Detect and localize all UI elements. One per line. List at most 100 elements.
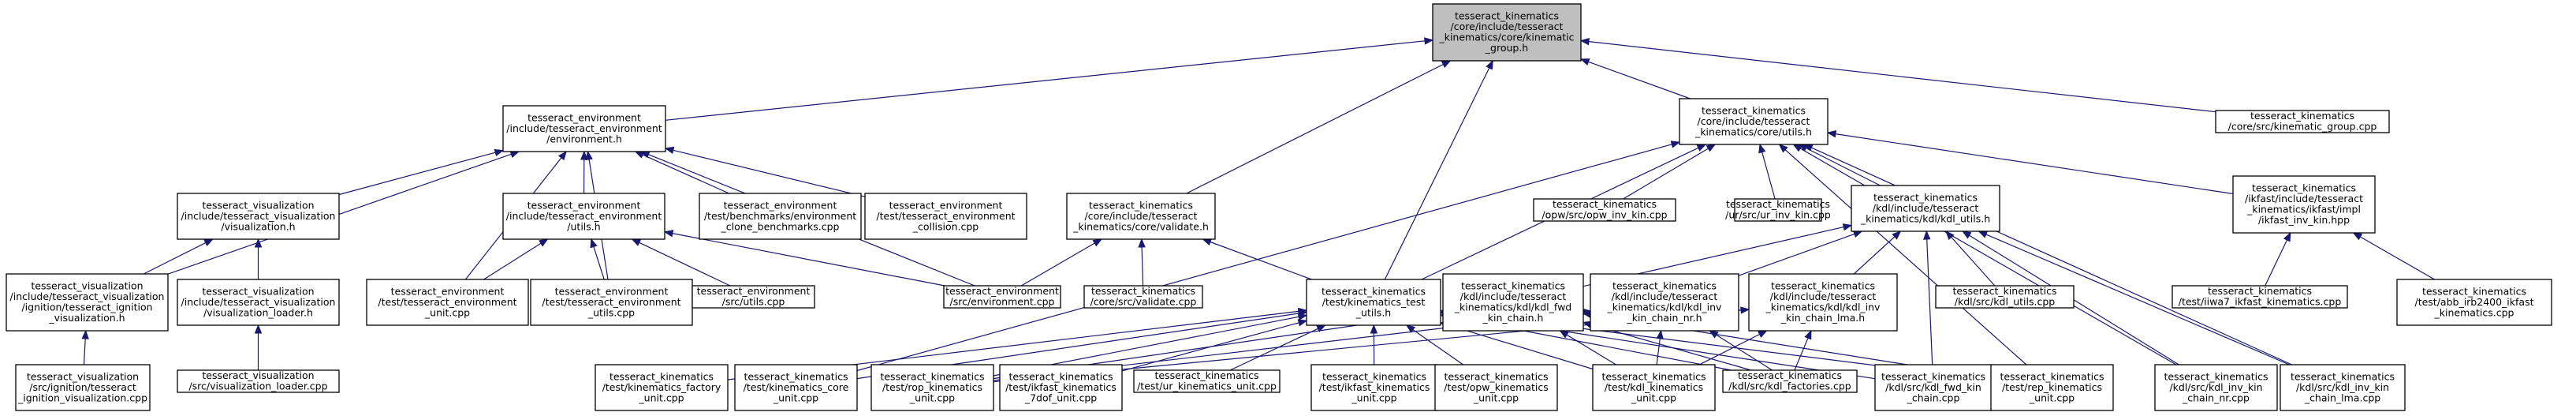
node-label-line: tesseract_kinematics (1444, 370, 1548, 382)
edge-arrowhead (1758, 143, 1766, 154)
node-box (734, 364, 858, 411)
node-label-line: tesseract_kinematics (1461, 280, 1565, 292)
node-srcutils[interactable]: tesseract_environment/src/utils.cpp (692, 285, 815, 309)
edge-kdlinvnrcpp-to-utils (1792, 144, 2177, 365)
edge-arrowhead (1945, 230, 1955, 240)
node-ikfast7dof[interactable]: tesseract_kinematics/test/ikfast_kinemat… (999, 364, 1123, 411)
node-kdlinvnr[interactable]: tesseract_kinematics/kdl/include/tessera… (1590, 273, 1739, 332)
node-label-line: tesseract_environment (697, 285, 811, 297)
node-kdlinvnrcpp[interactable]: tesseract_kinematics/kdl/src/kdl_inv_kin… (2154, 364, 2278, 411)
edge-arrowhead (557, 150, 567, 161)
edge-arrowhead (254, 238, 263, 248)
node-box (1066, 193, 1216, 240)
node-box (1442, 273, 1584, 332)
node-urunit[interactable]: tesseract_kinematics/test/ur_kinematics_… (1133, 369, 1281, 393)
node-box (999, 364, 1123, 411)
node-label-line: _unit.cpp (638, 392, 684, 403)
node-label-line: /test/benchmarks/environment (704, 210, 856, 222)
node-envcpp[interactable]: tesseract_environment/src/environment.cp… (943, 285, 1061, 309)
node-label-line: _collision.cpp (912, 220, 979, 232)
edge-utils-to-kg (1579, 58, 1691, 99)
node-label-line: tesseract_kinematics (1322, 285, 1426, 297)
node-vis[interactable]: tesseract_visualization/include/tesserac… (177, 193, 340, 240)
node-validatecpp[interactable]: tesseract_kinematics/core/src/validate.c… (1083, 285, 1203, 309)
node-ropunit[interactable]: tesseract_kinematics/test/rop_kinematics… (870, 364, 994, 411)
node-visloader[interactable]: tesseract_visualization/include/tesserac… (177, 279, 340, 326)
node-kg[interactable]: tesseract_kinematics/core/include/tesser… (1432, 3, 1582, 62)
node-kdlutils[interactable]: tesseract_kinematics/kdl/include/tessera… (1851, 185, 2000, 232)
edge-line (1716, 334, 1773, 371)
node-label-line: tesseract_kinematics (1091, 285, 1195, 297)
node-label-line: tesseract_environment (555, 285, 669, 297)
node-opwunit[interactable]: tesseract_kinematics/test/opw_kinematics… (1434, 364, 1558, 411)
node-label-line: _unit.cpp (1631, 392, 1676, 403)
node-box (1734, 198, 1822, 222)
node-kdlfwd[interactable]: tesseract_kinematics/kdl/include/tessera… (1442, 273, 1584, 332)
edge-line (1761, 152, 1776, 200)
node-label-line: _unit.cpp (1473, 392, 1519, 403)
edge-env-to-kg (665, 37, 1434, 121)
node-label-line: _chain_lma.cpp (2304, 392, 2380, 403)
edge-arrowhead (1656, 329, 1664, 339)
node-envutils[interactable]: tesseract_environment/include/tesseract_… (502, 193, 665, 240)
edge-envunit-to-envutils (483, 238, 549, 280)
edge-ignviscpp-to-ignvis (81, 329, 89, 365)
node-ignviscpp[interactable]: tesseract_visualization/src/ignition/tes… (15, 364, 151, 411)
node-env[interactable]: tesseract_environment/include/tesseract_… (502, 105, 666, 152)
node-testutils[interactable]: tesseract_kinematics/test/kinematics_tes… (1306, 279, 1441, 326)
node-envcollision[interactable]: tesseract_environment/test/tesseract_env… (864, 193, 1027, 240)
node-box (699, 193, 862, 240)
edge-line (483, 242, 542, 280)
edge-arrowhead (1405, 324, 1416, 333)
node-kgcpp[interactable]: tesseract_kinematics/core/src/kinematic_… (2215, 110, 2390, 133)
edge-ikfastimpl-to-utils (1826, 130, 2234, 195)
node-envunit[interactable]: tesseract_environment/test/tesseract_env… (366, 279, 529, 326)
node-box (15, 364, 151, 411)
edge-line (1623, 148, 1709, 200)
node-kdlunit[interactable]: tesseract_kinematics/test/kdl_kinematics… (1592, 364, 1716, 411)
edge-envcpp-to-validate (1020, 238, 1103, 287)
node-kdlinvlma[interactable]: tesseract_kinematics/kdl/include/tessera… (1748, 273, 1898, 332)
node-box (1874, 364, 1993, 411)
node-label-line: tesseract_kinematics (1726, 198, 1830, 210)
node-ur[interactable]: tesseract_kinematics/ur/src/ur_inv_kin.c… (1725, 198, 1831, 222)
edge-arrowhead (494, 148, 505, 156)
node-label-line: tesseract_kinematics (1952, 285, 2056, 297)
node-box (870, 364, 994, 411)
edge-line (1566, 334, 1616, 365)
node-label-line: _unit.cpp (424, 306, 470, 318)
node-kdlutilscpp[interactable]: tesseract_kinematics/kdl/src/kdl_utils.c… (1935, 285, 2075, 309)
edge-line (1799, 148, 2177, 365)
node-label-line: _kinematics.cpp (2434, 306, 2514, 318)
node-label-line: /utils.h (567, 220, 600, 232)
node-coreunit[interactable]: tesseract_kinematics/test/kinematics_cor… (734, 364, 858, 411)
node-utils[interactable]: tesseract_kinematics/core/include/tesser… (1679, 98, 1829, 145)
node-label-line: /test/kinematics_test (1322, 296, 1426, 308)
node-visloadercpp[interactable]: tesseract_visualization/src/visualizatio… (177, 369, 340, 393)
node-kdlfactories[interactable]: tesseract_kinematics/kdl/src/kdl_factori… (1722, 369, 1858, 393)
node-ikfastkin[interactable]: tesseract_kinematics/test/ikfast_kinemat… (1310, 364, 1438, 411)
node-validate[interactable]: tesseract_kinematics/core/include/tesser… (1066, 193, 1216, 240)
node-ignvis[interactable]: tesseract_visualization/include/tesserac… (6, 273, 169, 332)
node-label-line: tesseract_kinematics (1154, 369, 1258, 381)
edge-line (2360, 236, 2435, 280)
node-ikfastimpl[interactable]: tesseract_kinematics/ikfast/include/tess… (2232, 175, 2376, 234)
edge-line (143, 242, 207, 275)
edge-line (83, 338, 86, 365)
edge-validate-to-kg (1186, 60, 1452, 194)
node-kdlinvlmacpp[interactable]: tesseract_kinematics/kdl/src/kdl_inv_kin… (2280, 364, 2406, 411)
node-opw[interactable]: tesseract_kinematics/opw/src/opw_inv_kin… (1533, 198, 1676, 222)
node-repunit[interactable]: tesseract_kinematics/test/rep_kinematics… (1990, 364, 2114, 411)
edge-envcollision-to-env (664, 146, 866, 197)
node-abb[interactable]: tesseract_kinematics/test/abb_irb2400_ik… (2396, 279, 2552, 326)
node-kdlfwdcpp[interactable]: tesseract_kinematics/kdl/src/kdl_fwd_kin… (1874, 364, 1993, 411)
node-iiwa[interactable]: tesseract_kinematics/test/iiwa7_ikfast_k… (2172, 285, 2348, 309)
node-box (1083, 285, 1203, 309)
node-factory[interactable]: tesseract_kinematics/test/kinematics_fac… (595, 364, 729, 411)
edge-arrowhead (81, 329, 89, 339)
node-label-line: _kinematics/kdl/kdl_inv (1765, 302, 1881, 313)
node-envutilscpp[interactable]: tesseract_environment/test/tesseract_env… (530, 279, 693, 326)
node-clonebench[interactable]: tesseract_environment/test/benchmarks/en… (699, 193, 862, 240)
edge-arrowhead (203, 238, 214, 246)
node-label-line: /kdl/src/kdl_factories.cpp (1728, 380, 1851, 392)
